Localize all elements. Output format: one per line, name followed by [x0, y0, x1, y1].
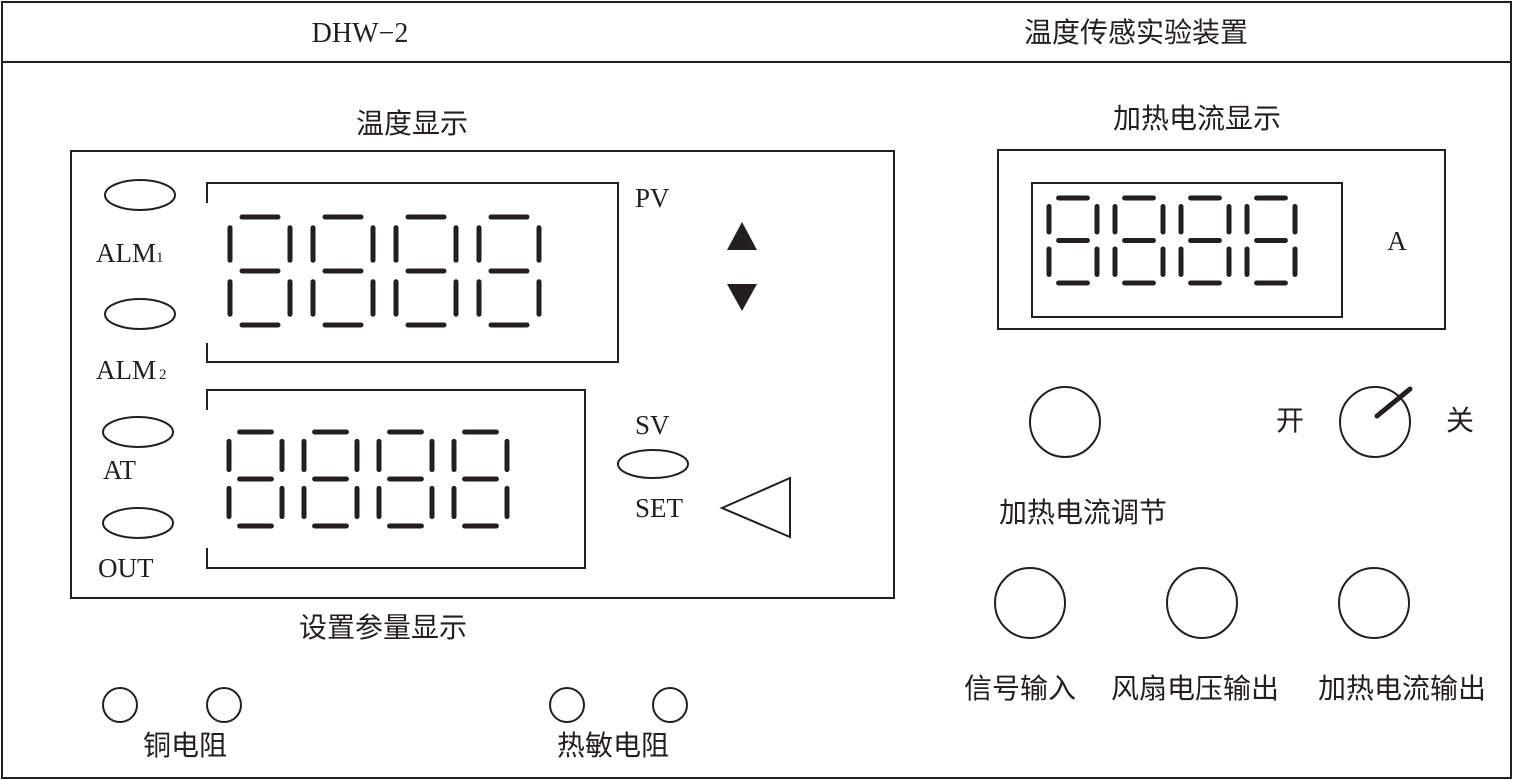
pv-label: PV — [635, 183, 670, 213]
current-unit: A — [1387, 226, 1407, 256]
current-display-frame — [1031, 182, 1343, 318]
indicator-led — [104, 179, 176, 211]
temperature-display-title: 温度显示 — [356, 108, 468, 140]
indicator-label: OUT — [98, 553, 154, 583]
set-label: SET — [635, 493, 684, 523]
up-arrow-icon[interactable] — [727, 222, 757, 250]
pv-display — [227, 214, 542, 328]
indicator-label: ALM — [96, 238, 156, 268]
switch-dial[interactable] — [1339, 386, 1411, 458]
indicator-at: AT — [102, 416, 174, 485]
indicator-out: OUT — [98, 507, 174, 583]
heating-current-output-label: 加热电流输出 — [1318, 673, 1486, 705]
sv-label: SV — [635, 410, 670, 440]
copper-resistor-terminal[interactable] — [206, 687, 242, 723]
signal-input-jack[interactable] — [994, 567, 1066, 639]
device-title: 温度传感实验装置 — [1024, 17, 1248, 49]
switch-off-label: 关 — [1446, 405, 1474, 437]
current-display — [1046, 195, 1298, 286]
seven-segment-digit — [476, 214, 542, 328]
fan-voltage-output-jack[interactable] — [1166, 567, 1238, 639]
indicator-led — [102, 416, 174, 448]
indicator-alm1: ALM1 — [96, 179, 176, 268]
set-param-display-label: 设置参量显示 — [299, 612, 467, 644]
seven-segment-digit — [1244, 195, 1298, 286]
power-switch[interactable] — [1339, 386, 1413, 458]
current-adjust-label: 加热电流调节 — [999, 497, 1167, 529]
seven-segment-digit — [451, 429, 510, 529]
indicator-label: AT — [103, 455, 137, 485]
indicator-led — [104, 298, 176, 330]
current-adjust-knob[interactable] — [1029, 386, 1101, 458]
thermistor-label: 热敏电阻 — [557, 730, 669, 762]
thermistor-terminal[interactable] — [652, 687, 688, 723]
signal-input-label: 信号输入 — [964, 673, 1076, 705]
model-label: DHW−2 — [312, 18, 409, 49]
seven-segment-digit — [301, 429, 360, 529]
sv-display — [226, 429, 510, 529]
switch-on-label: 开 — [1276, 406, 1304, 437]
seven-segment-digit — [226, 429, 285, 529]
indicator-label: ALM — [96, 355, 156, 385]
current-panel — [997, 149, 1446, 330]
sv-display-frame — [206, 389, 586, 569]
seven-segment-digit — [393, 214, 459, 328]
fan-voltage-output-label: 风扇电压输出 — [1111, 673, 1279, 705]
down-arrow-icon[interactable] — [727, 284, 757, 311]
heating-current-output-jack[interactable] — [1338, 567, 1410, 639]
pv-display-frame — [206, 182, 619, 363]
seven-segment-digit — [1046, 195, 1100, 286]
copper-resistor-label: 铜电阻 — [143, 730, 227, 762]
current-display-title: 加热电流显示 — [1113, 103, 1281, 135]
svg-text:ALM1: ALM1 — [96, 238, 164, 268]
copper-resistor-terminal[interactable] — [102, 687, 138, 723]
thermistor-terminal[interactable] — [549, 687, 585, 723]
shift-left-arrow-icon[interactable] — [719, 476, 791, 539]
indicator-led — [102, 507, 174, 539]
seven-segment-digit — [310, 214, 376, 328]
indicator-subscript: 1 — [156, 250, 164, 266]
seven-segment-digit — [376, 429, 435, 529]
indicator-subscript: 2 — [159, 367, 167, 383]
temperature-panel — [70, 150, 895, 599]
switch-pointer — [1374, 386, 1413, 419]
seven-segment-digit — [1112, 195, 1166, 286]
seven-segment-digit — [1178, 195, 1232, 286]
set-button[interactable] — [617, 449, 689, 479]
seven-segment-digit — [227, 214, 293, 328]
